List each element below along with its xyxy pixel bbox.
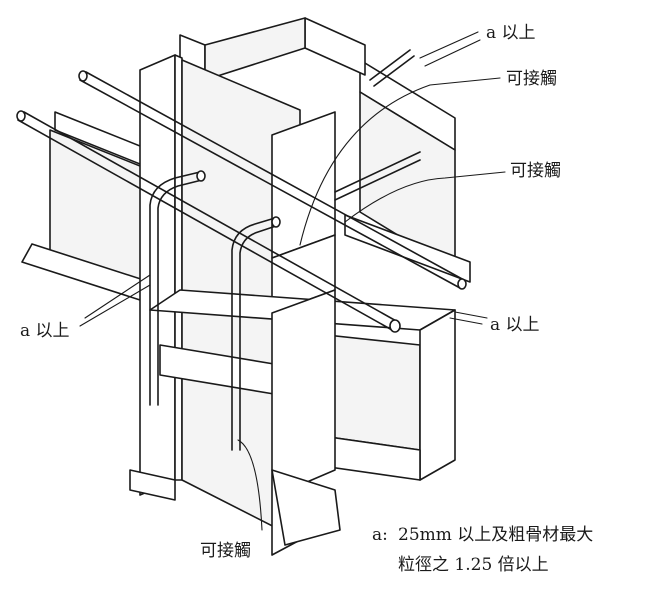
column-right-flange <box>271 111 336 314</box>
leader-lines <box>79 31 506 531</box>
rebar-vertical-hooks <box>149 170 281 451</box>
label-a-top: a 以上 <box>486 23 536 43</box>
note-prefix: a: <box>372 525 388 545</box>
back-left-beam <box>21 111 151 301</box>
label-lap-bottom: 可接觸 <box>200 541 251 561</box>
label-a-right: a 以上 <box>490 315 540 335</box>
note-line-2: 粒徑之 1.25 倍以上 <box>398 555 549 575</box>
note-line-1: 25mm 以上及粗骨材最大 <box>398 525 593 545</box>
column-lower-front <box>129 289 341 556</box>
rebar-horizontal-back <box>78 70 467 290</box>
rebar-horizontal-front <box>16 110 401 333</box>
label-lap-top: 可接觸 <box>506 69 557 89</box>
label-a-left: a 以上 <box>20 321 70 341</box>
label-lap-mid: 可接觸 <box>510 161 561 181</box>
rebar-cross-back <box>334 49 421 201</box>
